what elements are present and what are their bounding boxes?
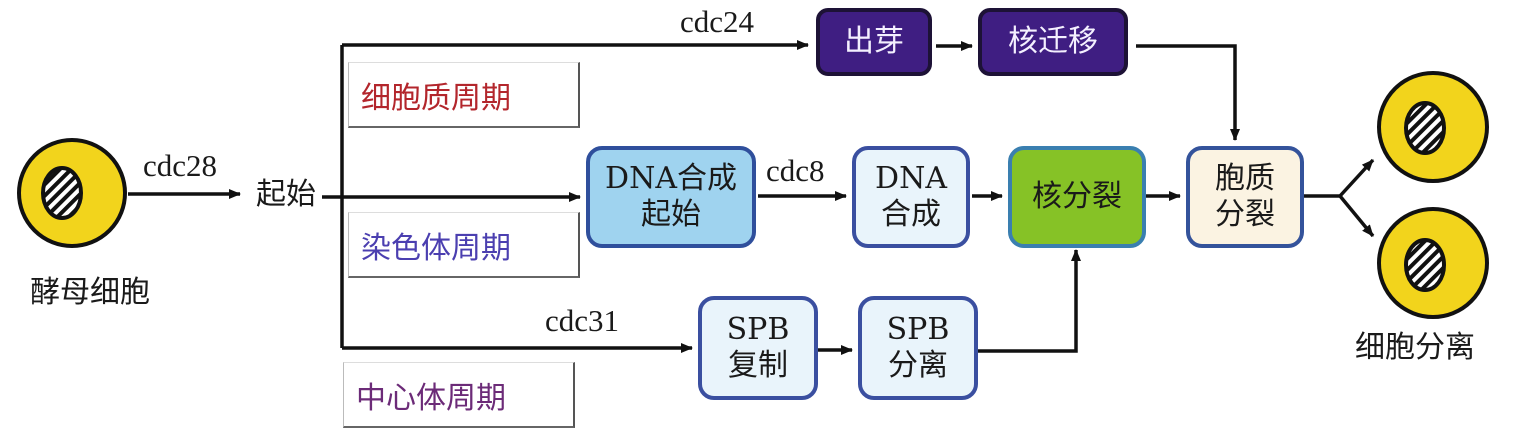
gene-label-cdc8: cdc8 xyxy=(766,153,825,188)
gene-label-cdc28: cdc28 xyxy=(143,148,218,183)
cytoplasm-cycle-label: 细胞质周期 xyxy=(348,62,580,128)
chromosome-cycle-text: 染色体周期 xyxy=(361,230,511,266)
cytoplasm-cycle-text: 细胞质周期 xyxy=(361,80,511,116)
node-dna-initiation-line2: 起始 xyxy=(641,197,701,232)
node-cytokinesis: 胞质 分裂 xyxy=(1186,146,1304,248)
node-spb-duplication-line1: SPB xyxy=(726,312,790,347)
node-spb-separation-line2: 分离 xyxy=(887,348,948,383)
node-nuclear-division: 核分裂 xyxy=(1008,146,1146,248)
node-nuclear-division-text: 核分裂 xyxy=(1032,179,1122,214)
yeast-cell xyxy=(17,138,127,248)
edge-fork-upper xyxy=(1338,158,1375,198)
node-spb-duplication: SPB 复制 xyxy=(698,296,818,400)
edge-fork-lower xyxy=(1338,194,1375,238)
node-dna-initiation-line1: DNA合成 xyxy=(605,161,737,196)
cell-separation-label: 细胞分离 xyxy=(1355,330,1475,365)
edge-migration-to-cytokinesis xyxy=(1136,44,1240,141)
node-nuclear-migration-text: 核迁移 xyxy=(1008,24,1098,59)
node-spb-separation-line1: SPB xyxy=(886,312,950,347)
node-dna-initiation: DNA合成 起始 xyxy=(586,146,756,248)
gene-label-cdc31: cdc31 xyxy=(545,303,620,338)
centrosome-cycle-text: 中心体周期 xyxy=(356,380,506,416)
yeast-cell-label: 酵母细胞 xyxy=(30,275,150,310)
node-nuclear-migration: 核迁移 xyxy=(978,8,1128,76)
node-dna-synthesis-line1: DNA xyxy=(875,161,947,196)
node-dna-synthesis: DNA 合成 xyxy=(852,146,970,248)
gene-label-cdc24: cdc24 xyxy=(680,4,755,39)
node-cytokinesis-line1: 胞质 xyxy=(1215,161,1275,196)
daughter-cell-lower xyxy=(1377,207,1489,319)
node-spb-duplication-line2: 复制 xyxy=(727,348,788,383)
centrosome-cycle-label: 中心体周期 xyxy=(343,362,575,428)
node-spb-separation: SPB 分离 xyxy=(858,296,978,400)
chromosome-cycle-label: 染色体周期 xyxy=(348,212,580,278)
node-dna-synthesis-line2: 合成 xyxy=(881,197,941,232)
node-budding-text: 出芽 xyxy=(844,24,904,59)
start-node-label: 起始 xyxy=(256,177,316,212)
daughter-cell-upper xyxy=(1377,71,1489,183)
edge-spb-sep-to-nuclear-division xyxy=(977,249,1081,353)
node-budding: 出芽 xyxy=(816,8,932,76)
node-cytokinesis-line2: 分裂 xyxy=(1215,197,1275,232)
